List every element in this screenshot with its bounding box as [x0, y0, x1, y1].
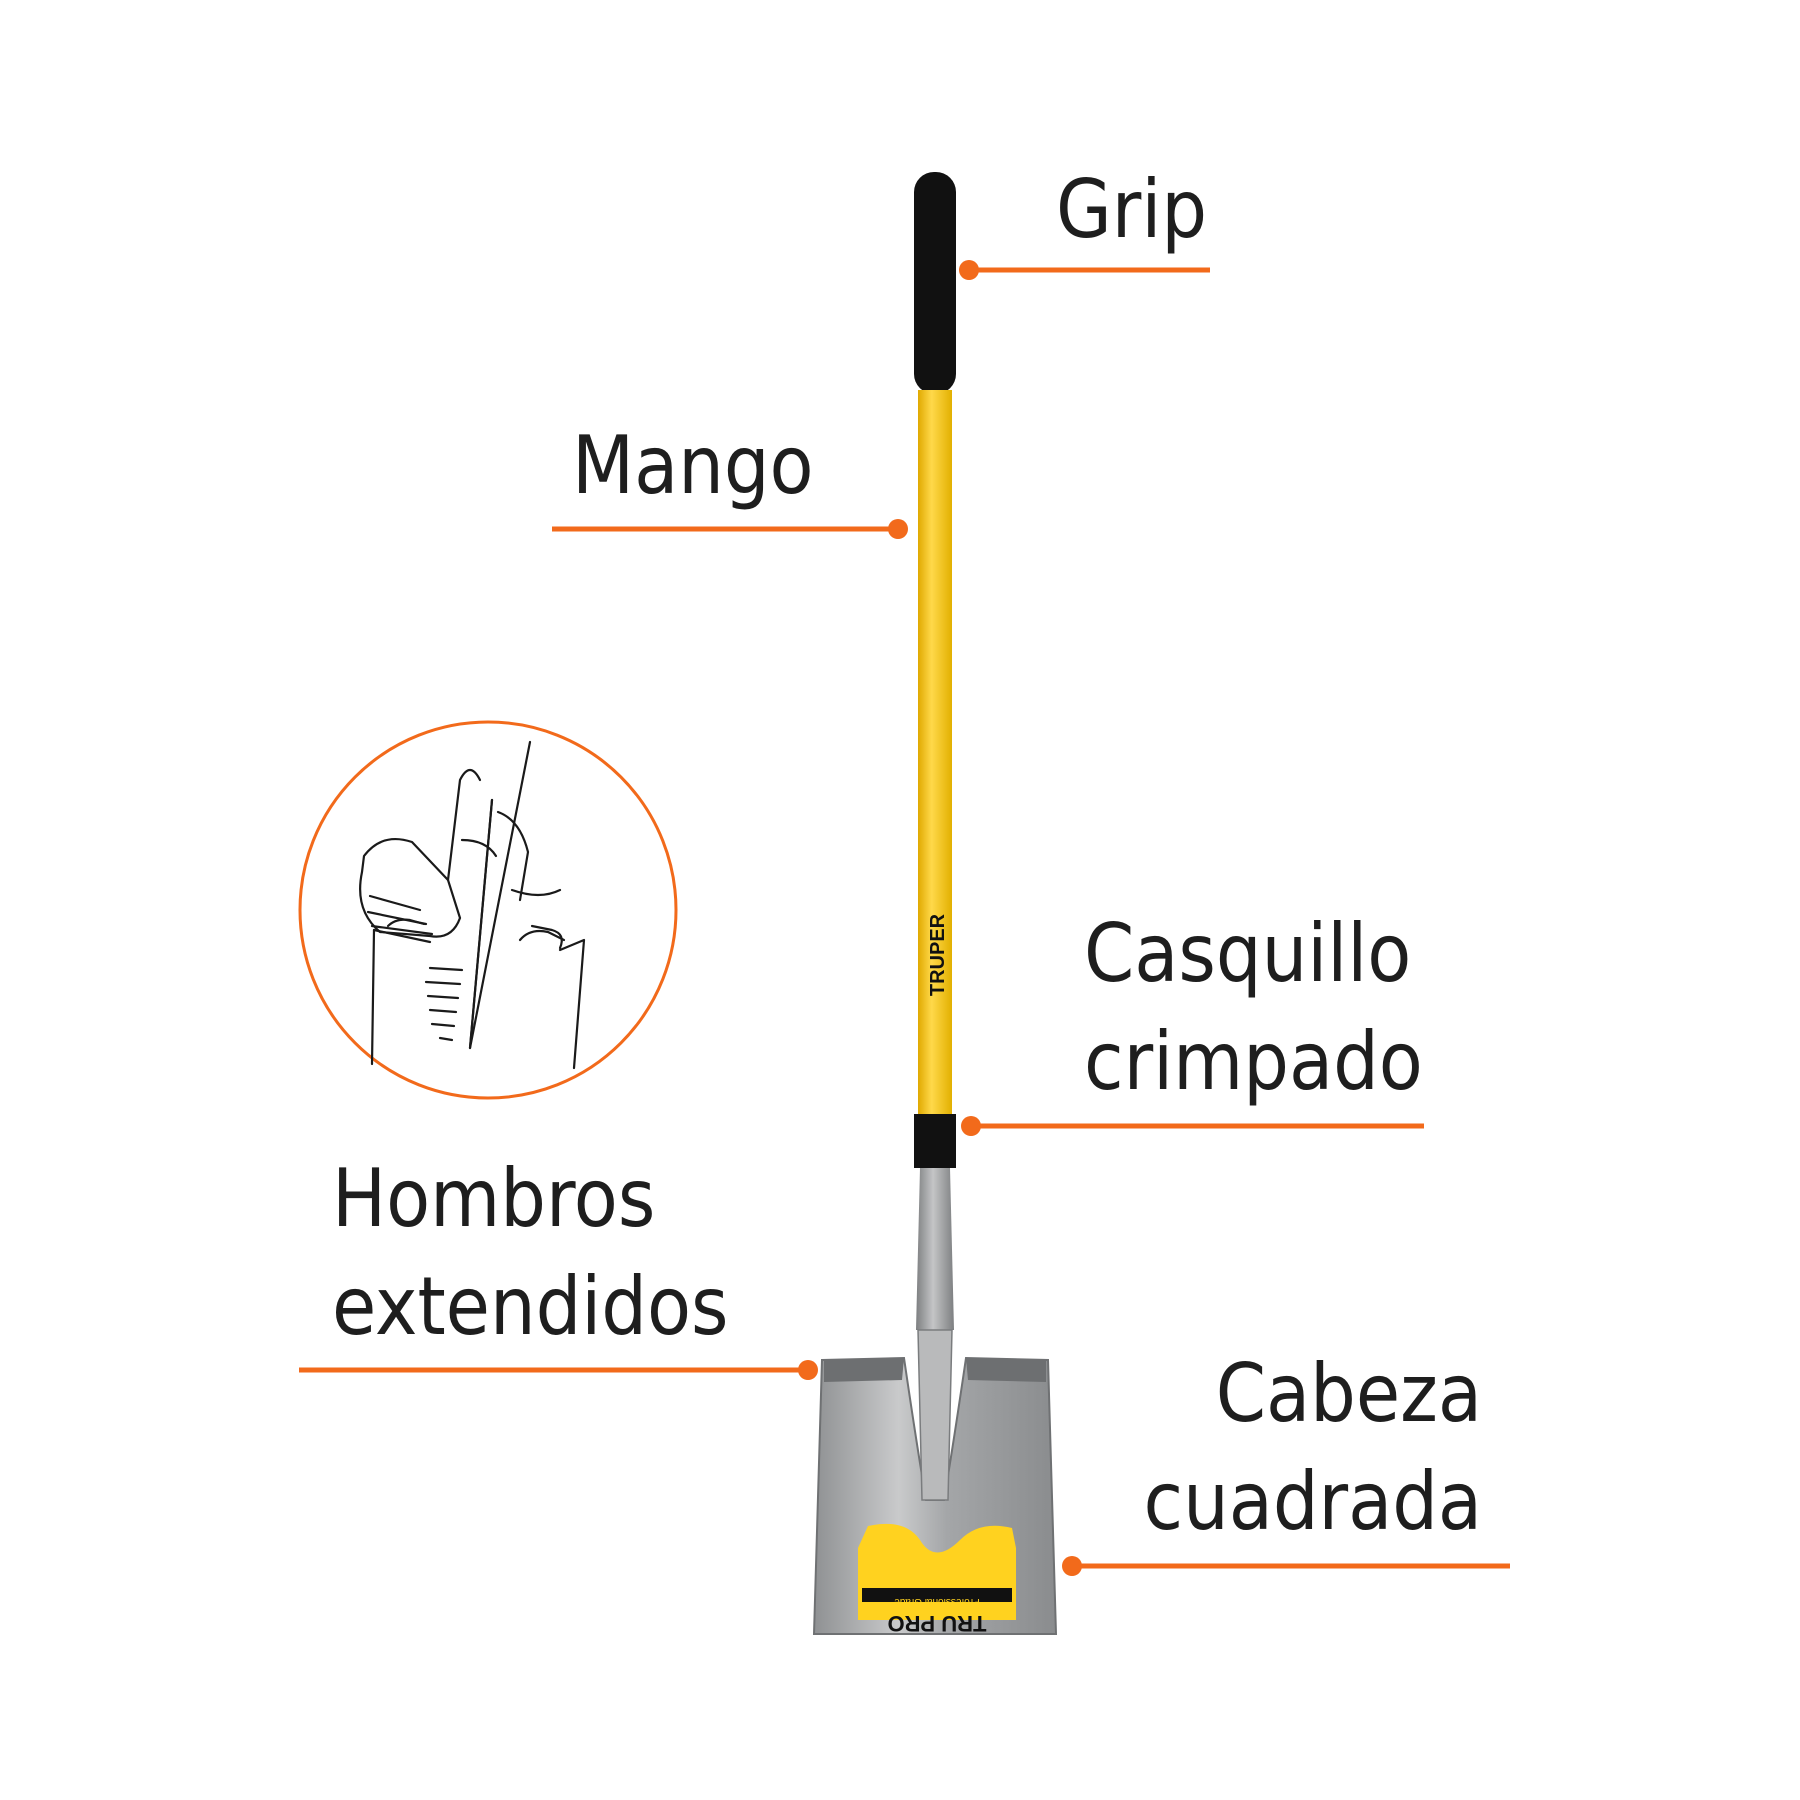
- grip: [914, 172, 956, 394]
- label-casquillo: Casquillo crimpado: [1084, 900, 1423, 1116]
- callout-grip: [959, 260, 1210, 280]
- label-cabeza-line1: Cabeza: [1215, 1347, 1482, 1440]
- callout-hombros: [299, 1360, 818, 1380]
- label-mango: Mango: [572, 412, 814, 520]
- label-casquillo-line1: Casquillo: [1084, 907, 1412, 1000]
- shoulder-right: [966, 1358, 1046, 1382]
- callout-mango: [552, 519, 908, 539]
- handle: [918, 390, 952, 1120]
- head-sticker-grade: Professional Grade: [894, 1596, 980, 1607]
- head-spine: [917, 1329, 953, 1501]
- label-hombros: Hombros extendidos: [332, 1145, 729, 1361]
- label-casquillo-line2: crimpado: [1084, 1015, 1423, 1108]
- head-sticker-brand: TRU PRO: [888, 1611, 987, 1636]
- label-hombros-line1: Hombros: [332, 1152, 656, 1245]
- handle-brand-text: TRUPER: [927, 913, 949, 996]
- label-grip-text: Grip: [1056, 163, 1208, 256]
- label-grip: Grip: [1056, 156, 1207, 264]
- label-hombros-line2: extendidos: [332, 1260, 729, 1353]
- shoulder-left: [824, 1358, 904, 1382]
- inset-foot-illustration: [298, 720, 678, 1100]
- ferrule: [914, 1114, 956, 1168]
- shovel-neck: [916, 1168, 954, 1330]
- label-cabeza-line2: cuadrada: [1143, 1455, 1482, 1548]
- label-cabeza: Cabeza cuadrada: [1144, 1340, 1482, 1556]
- label-mango-text: Mango: [572, 419, 814, 512]
- callout-casquillo: [961, 1116, 1424, 1136]
- head-sticker-band: [862, 1588, 1012, 1602]
- callout-cabeza: [1062, 1556, 1510, 1576]
